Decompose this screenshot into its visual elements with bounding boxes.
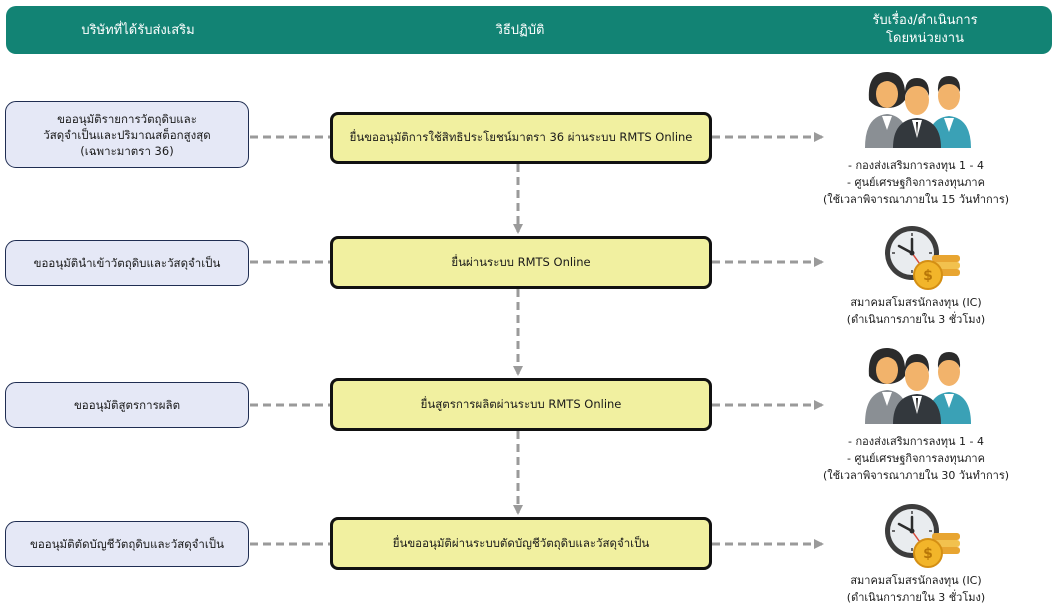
agency-line: (ดำเนินการภายใน 3 ชั่วโมง) [846, 591, 986, 604]
request-line: ขออนุมัตินำเข้าวัตถุดิบและวัสดุจำเป็น [33, 256, 221, 270]
agency-note-row1: - กองส่งเสริมการลงทุน 1 - 4 - ศูนย์เศรษฐ… [780, 157, 1052, 208]
request-line: (เฉพาะมาตรา 36) [80, 143, 174, 158]
clock-coins-icon: $ [885, 504, 960, 568]
agency-line: (ใช้เวลาพิจารณาภายใน 30 วันทำการ) [822, 469, 1010, 482]
action-box-formula-submit: ยื่นสูตรการผลิตผ่านระบบ RMTS Online [330, 378, 712, 431]
agency-line: - กองส่งเสริมการลงทุน 1 - 4 [848, 159, 984, 172]
agency-line: (ดำเนินการภายใน 3 ชั่วโมง) [846, 313, 986, 326]
action-box-write-off-submit: ยื่นขออนุมัติผ่านระบบตัดบัญชีวัตถุดิบและ… [330, 517, 712, 570]
people-icon [865, 72, 971, 148]
agency-line: (ใช้เวลาพิจารณาภายใน 15 วันทำการ) [822, 193, 1010, 206]
agency-line: สมาคมสโมสรนักลงทุน (IC) [850, 574, 982, 587]
header-company: บริษัทที่ได้รับส่งเสริม [81, 23, 195, 38]
action-box-section36: ยื่นขออนุมัติการใช้สิทธิประโยชน์มาตรา 36… [330, 112, 712, 164]
clock-coins-icon: $ [885, 226, 960, 290]
header-agency: รับเรื่อง/ดำเนินการ โดยหน่วยงาน [820, 12, 1030, 48]
request-line: ขออนุมัติสูตรการผลิต [73, 398, 181, 412]
agency-note-row3: - กองส่งเสริมการลงทุน 1 - 4 - ศูนย์เศรษฐ… [780, 433, 1052, 484]
request-box-formula: ขออนุมัติสูตรการผลิต [5, 382, 249, 428]
request-line: วัสดุจำเป็นและปริมาณสต็อกสูงสุด [43, 127, 211, 142]
agency-note-row4: สมาคมสโมสรนักลงทุน (IC) (ดำเนินการภายใน … [780, 572, 1052, 606]
agency-line: - ศูนย์เศรษฐกิจการลงทุนภาค [847, 176, 985, 189]
agency-note-row2: สมาคมสโมสรนักลงทุน (IC) (ดำเนินการภายใน … [780, 294, 1052, 328]
people-icon [865, 348, 971, 424]
request-line: ขออนุมัติตัดบัญชีวัตถุดิบและวัสดุจำเป็น [30, 537, 224, 551]
header-agency-line1: รับเรื่อง/ดำเนินการ [872, 13, 978, 28]
svg-text:$: $ [923, 268, 933, 284]
header-bar [6, 6, 1052, 54]
action-box-rmts-submit: ยื่นผ่านระบบ RMTS Online [330, 236, 712, 289]
header-procedure: วิธีปฏิบัติ [495, 23, 545, 38]
svg-text:$: $ [923, 546, 933, 562]
request-line: ขออนุมัติรายการวัตถุดิบและ [57, 111, 197, 126]
agency-line: - ศูนย์เศรษฐกิจการลงทุนภาค [847, 452, 985, 465]
agency-line: สมาคมสโมสรนักลงทุน (IC) [850, 296, 982, 309]
request-box-raw-material-list: ขออนุมัติรายการวัตถุดิบและ วัสดุจำเป็นแล… [5, 101, 249, 168]
agency-line: - กองส่งเสริมการลงทุน 1 - 4 [848, 435, 984, 448]
request-box-import: ขออนุมัตินำเข้าวัตถุดิบและวัสดุจำเป็น [5, 240, 249, 286]
request-box-write-off: ขออนุมัติตัดบัญชีวัตถุดิบและวัสดุจำเป็น [5, 521, 249, 567]
header-agency-line2: โดยหน่วยงาน [886, 31, 964, 46]
